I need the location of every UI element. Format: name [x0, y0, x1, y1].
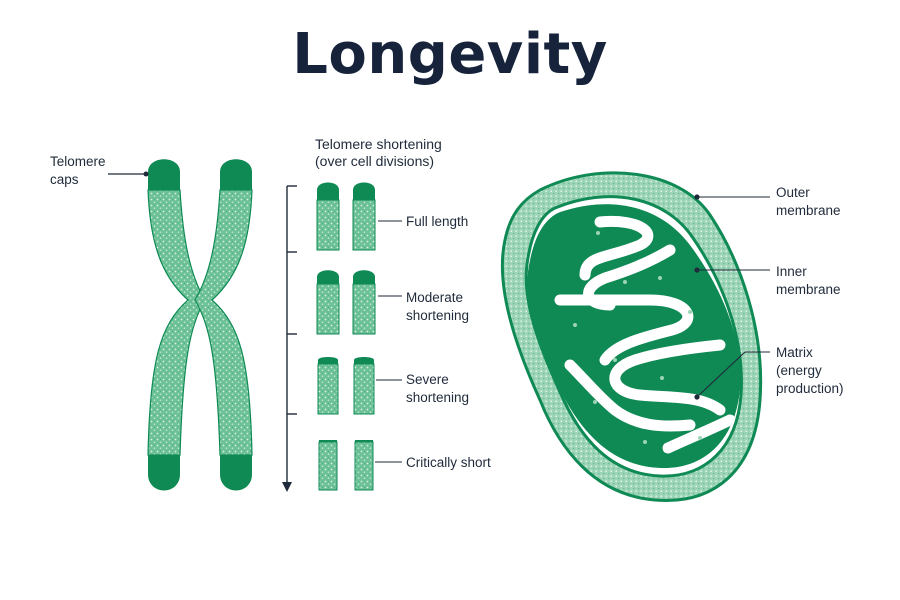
chromatid-pair — [316, 270, 376, 335]
cell-division-timeline — [282, 185, 297, 492]
telomere-shortening-series: Telomere shortening (over cell divisions… — [282, 136, 491, 492]
chromatid-pair — [316, 182, 376, 251]
chromosome-arm-right — [194, 159, 253, 491]
mitochondrion: Outer membrane Inner membrane Matrix (en… — [500, 171, 844, 502]
inner-membrane-label: Inner membrane — [776, 264, 841, 297]
chromosome: Telomere caps — [50, 154, 253, 491]
outer-membrane-callout: Outer membrane — [694, 185, 841, 218]
telomere-stage-critically-short: Critically short — [318, 440, 491, 491]
matrix-callout: Matrix (energy production) — [694, 345, 844, 400]
stage-label: Critically short — [406, 455, 491, 470]
telomere-caps-label: Telomere caps — [50, 154, 109, 187]
stage-label: Moderate shortening — [406, 290, 469, 323]
telomere-cap-bottom-right — [220, 455, 252, 491]
telomere-stage-moderate: Moderate shortening — [316, 270, 469, 335]
stage-label: Full length — [406, 214, 468, 229]
page-title: Longevity — [292, 22, 608, 87]
chromosome-arm-left — [147, 159, 206, 491]
matrix-cristae — [527, 204, 741, 469]
telomere-stage-full-length: Full length — [316, 182, 468, 251]
timeline-arrowhead — [282, 482, 292, 492]
chromatid-pair — [317, 357, 375, 415]
telomere-caps-leader-dot — [143, 171, 149, 177]
chromatid-pair — [318, 440, 374, 491]
inner-membrane-callout: Inner membrane — [694, 264, 841, 297]
telomere-series-heading: Telomere shortening (over cell divisions… — [315, 136, 446, 169]
telomere-cap-top-right — [220, 159, 252, 190]
matrix-label: Matrix (energy production) — [776, 345, 844, 396]
telomere-cap-top-left — [148, 159, 180, 190]
outer-membrane-label: Outer membrane — [776, 185, 841, 218]
telomere-cap-bottom-left — [148, 455, 180, 491]
stage-label: Severe shortening — [406, 372, 469, 405]
telomere-stage-severe: Severe shortening — [317, 357, 469, 415]
